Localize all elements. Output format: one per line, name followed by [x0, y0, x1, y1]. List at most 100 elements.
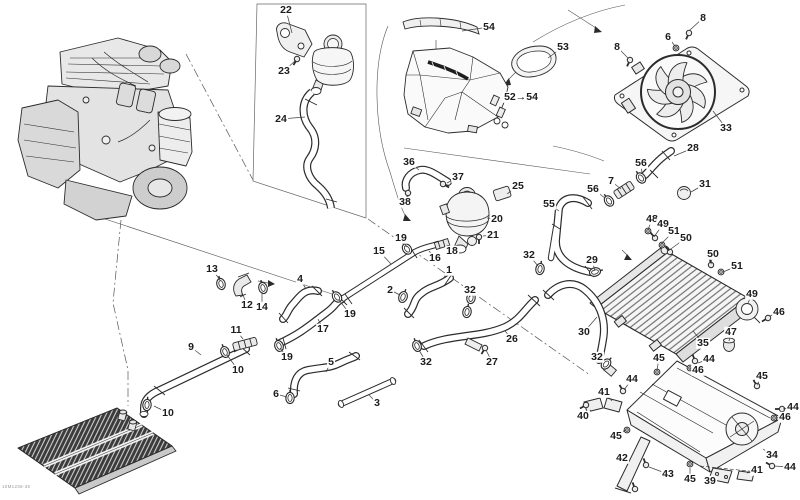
- callout-50: 50: [706, 247, 720, 260]
- callout-47: 47: [724, 325, 738, 338]
- callout-40: 40: [576, 409, 590, 422]
- callout-32: 32: [419, 355, 433, 368]
- callout-36: 36: [402, 155, 416, 168]
- callout-49: 49: [656, 217, 670, 230]
- callout-17: 17: [316, 322, 330, 335]
- callout-26: 26: [505, 332, 519, 345]
- callout-37: 37: [451, 170, 465, 183]
- radiator: [589, 245, 757, 363]
- callout-50: 50: [679, 231, 693, 244]
- callout-8: 8: [613, 40, 621, 53]
- detail-box: [252, 3, 367, 219]
- callout-56: 56: [634, 156, 648, 169]
- reservoir-bolt: [290, 54, 302, 68]
- callout-10: 10: [231, 363, 245, 376]
- callout-44: 44: [783, 460, 797, 473]
- callout-49: 49: [745, 287, 759, 300]
- callout-44: 44: [625, 372, 639, 385]
- clamps: [141, 168, 649, 412]
- callout-56: 56: [586, 182, 600, 195]
- callout-5: 5: [327, 355, 335, 368]
- callout-44: 44: [786, 400, 800, 413]
- callout-4: 4: [296, 272, 304, 285]
- callout-13: 13: [205, 262, 219, 275]
- callout-15: 15: [372, 244, 386, 257]
- callout-44: 44: [702, 352, 716, 365]
- callout-3: 3: [373, 396, 381, 409]
- figure-code: 10M1236-36: [2, 484, 31, 489]
- reservoir-bracket: [276, 22, 313, 58]
- callout-41: 41: [750, 463, 764, 476]
- callout-52→54: 52→54: [503, 90, 539, 103]
- callout-2: 2: [386, 283, 394, 296]
- callout-42: 42: [615, 451, 629, 464]
- callout-25: 25: [511, 179, 525, 192]
- callout-51: 51: [667, 224, 681, 237]
- callout-55: 55: [542, 197, 556, 210]
- pad: [492, 185, 512, 202]
- callout-19: 19: [343, 307, 357, 320]
- callout-45: 45: [683, 472, 697, 485]
- fan-washer: [672, 44, 680, 52]
- callout-30: 30: [577, 325, 591, 338]
- callout-21: 21: [486, 228, 500, 241]
- hoses: [139, 151, 671, 417]
- callout-54: 54: [482, 20, 496, 33]
- callout-31: 31: [698, 177, 712, 190]
- callout-28: 28: [686, 141, 700, 154]
- support-frame: [583, 360, 783, 494]
- callout-14: 14: [255, 300, 269, 313]
- callout-22: 22: [279, 3, 293, 16]
- airbox-clips: [489, 94, 509, 129]
- callout-33: 33: [719, 121, 733, 134]
- callout-43: 43: [661, 467, 675, 480]
- callout-45: 45: [755, 369, 769, 382]
- callout-45: 45: [609, 429, 623, 442]
- callout-24: 24: [274, 112, 288, 125]
- callout-46: 46: [691, 363, 705, 376]
- callout-32: 32: [590, 350, 604, 363]
- callout-39: 39: [703, 474, 717, 487]
- callout-10: 10: [161, 406, 175, 419]
- callout-48: 48: [645, 212, 659, 225]
- seal-strip: [402, 17, 480, 35]
- callout-41: 41: [597, 385, 611, 398]
- reservoir-hose: [304, 92, 338, 208]
- filler-housing: [439, 185, 512, 254]
- callout-7: 7: [607, 174, 615, 187]
- fan-bolt: [623, 55, 635, 69]
- callout-27: 27: [485, 355, 499, 368]
- callout-46: 46: [772, 305, 786, 318]
- callout-11: 11: [229, 323, 243, 336]
- callout-8: 8: [699, 11, 707, 24]
- callout-45: 45: [652, 351, 666, 364]
- callout-12: 12: [240, 298, 254, 311]
- callout-34: 34: [765, 448, 779, 461]
- callout-1: 1: [445, 263, 453, 276]
- callout-6: 6: [664, 30, 672, 43]
- callout-53: 53: [556, 40, 570, 53]
- housing-bolt: [475, 233, 483, 245]
- callout-16: 16: [428, 251, 442, 264]
- fan-assembly: [613, 46, 750, 142]
- engine-illustration: [17, 37, 193, 221]
- callout-46: 46: [778, 410, 792, 423]
- callout-19: 19: [280, 350, 294, 363]
- callout-51: 51: [730, 259, 744, 272]
- callout-18: 18: [445, 244, 459, 257]
- airbox: [403, 47, 509, 134]
- callout-20: 20: [490, 212, 504, 225]
- callout-29: 29: [585, 253, 599, 266]
- callout-35: 35: [696, 336, 710, 349]
- heat-exchanger: [17, 407, 177, 495]
- callout-32: 32: [463, 283, 477, 296]
- callout-32: 32: [522, 248, 536, 261]
- fan-bolt: [682, 28, 694, 42]
- callout-38: 38: [398, 195, 412, 208]
- callout-9: 9: [187, 340, 195, 353]
- callout-19: 19: [394, 231, 408, 244]
- callout-6: 6: [272, 387, 280, 400]
- gauge-frame: [511, 45, 557, 78]
